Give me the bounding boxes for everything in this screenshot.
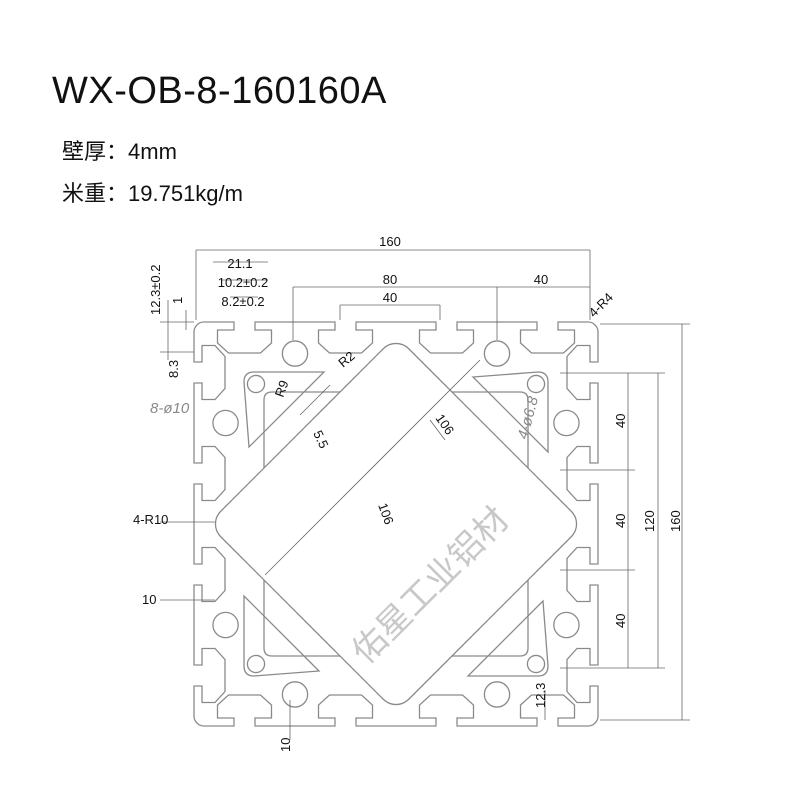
t-slot [216,694,273,726]
slot-opening [192,564,196,585]
dimension-lines [160,249,690,740]
dim-diag-106-b: 106 [375,501,397,527]
slot-opening [335,724,356,728]
dim-right-40-a: 40 [613,414,628,428]
hole-10 [483,340,511,367]
slot-opening [596,665,600,686]
dim-hole-spacing-top: 80 [383,272,397,287]
spec-weight-per-meter: 米重：19.751kg/m [62,176,243,208]
hole-6-8 [526,374,546,394]
slot-opening [234,724,255,728]
hole-6-8 [526,654,546,674]
dimension-line [264,359,481,576]
slot-opening [192,362,196,383]
dim-left-10: 10 [142,592,156,607]
slot-opening [335,320,356,324]
t-slot [317,694,374,726]
t-slot [418,322,475,354]
t-slot [194,546,226,603]
slot-opening [234,320,255,324]
slot-opening [537,724,558,728]
dim-lip-depth: 8.3 [166,360,181,378]
dim-right-120: 120 [642,510,657,532]
dim-slot-outer: 21.1 [227,256,252,271]
dimension-line [299,384,331,416]
hole-10 [212,611,239,639]
aluminum-profile-outline [192,320,600,728]
dim-bottom-10: 10 [278,738,293,752]
slot-opening [436,724,457,728]
dim-r9: R9 [272,378,292,399]
t-slot [317,322,374,354]
corner-cavity [243,371,326,449]
dim-corner-to-hole: 40 [534,272,548,287]
t-slot [194,445,226,502]
slot-opening [596,564,600,585]
dim-lip: 1 [170,297,185,304]
product-code-title: WX-OB-8-160160A [52,70,387,112]
spec-wall-thickness: 壁厚：4mm [62,134,177,166]
t-slot [194,344,226,401]
t-slot [519,322,576,354]
dim-overall-top: 160 [379,234,401,249]
slot-opening [537,320,558,324]
dim-overall-right: 160 [668,510,683,532]
dim-holes-10: 8-ø10 [150,400,190,417]
slot-opening [596,463,600,484]
spec-label: 米重： [62,181,129,206]
spec-value: 4mm [128,139,177,164]
hole-10 [553,611,580,639]
t-slot [566,344,598,401]
corner-cavity [471,371,549,454]
corner-cavity [243,594,321,677]
hole-10 [212,409,239,437]
slot-opening [192,463,196,484]
dimension-line [429,419,446,441]
t-slot [418,694,475,726]
dim-slot-opening: 8.2±0.2 [221,294,264,309]
dim-r10: 4-R10 [133,512,168,527]
t-slot [519,694,576,726]
dim-wall: 5.5 [310,428,331,451]
hole-10 [553,409,580,437]
dim-right-40-b: 40 [613,514,628,528]
spec-value: 19.751kg/m [128,181,243,206]
dim-slot-depth: 12.3±0.2 [148,264,163,315]
slot-opening [436,320,457,324]
hole-6-8 [246,654,266,674]
slot-opening [596,362,600,383]
t-slot [566,546,598,603]
t-slot [194,647,226,704]
hole-10 [281,340,309,367]
spec-label: 壁厚： [62,139,129,164]
center-diamond-cavity [214,342,578,706]
dim-slot-inner: 10.2±0.2 [218,275,269,290]
dim-right-40-c: 40 [613,614,628,628]
dim-bottom-12-3: 12.3 [533,683,548,708]
t-slot [566,647,598,704]
hole-6-8 [246,374,266,394]
hole-10 [483,681,511,708]
slot-opening [192,665,196,686]
dim-slot-spacing-top: 40 [383,290,397,305]
t-slot [566,445,598,502]
hole-10 [281,681,309,708]
corner-cavity [466,599,549,677]
t-slot [216,322,273,354]
